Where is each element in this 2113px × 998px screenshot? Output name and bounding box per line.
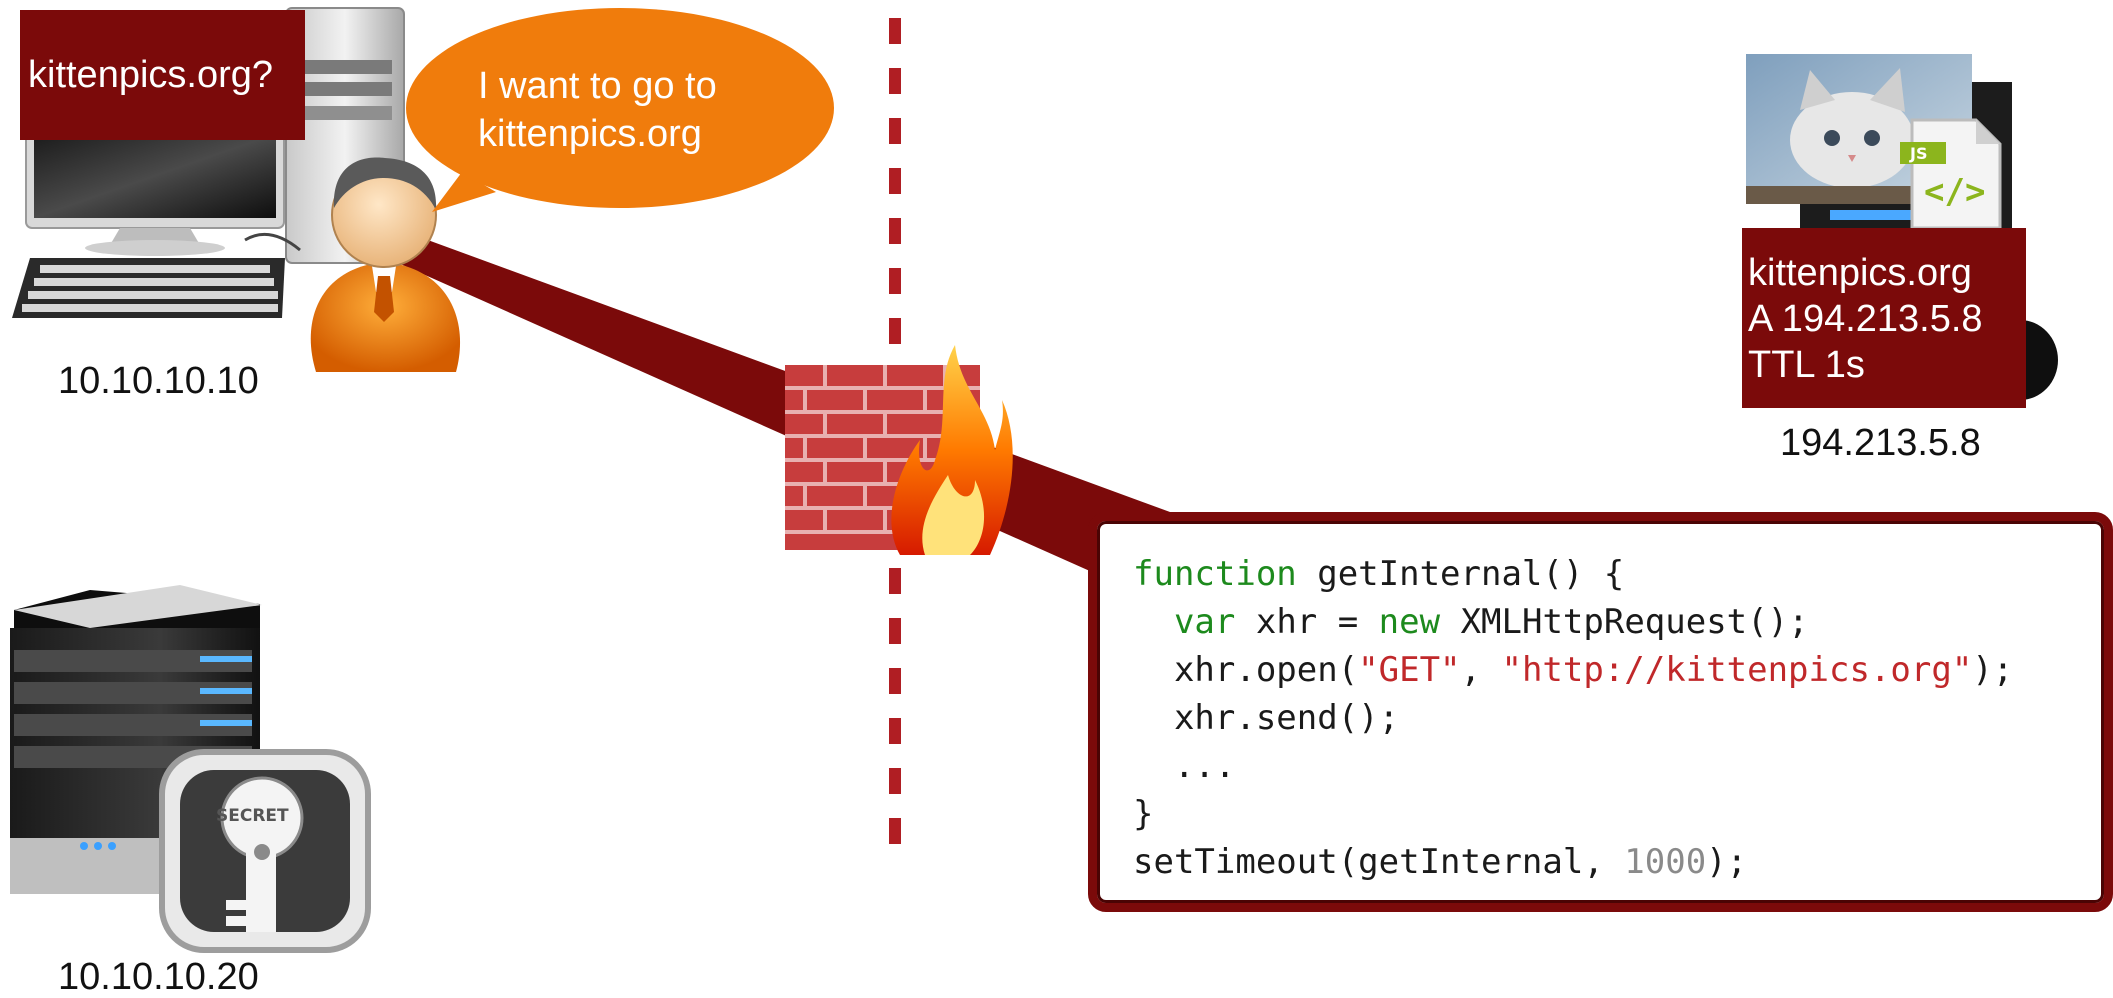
code-text: getInternal() { <box>1296 554 1625 594</box>
code-line-6: } <box>1133 794 1154 834</box>
code-line-2: var xhr = new XMLHttpRequest(); <box>1133 605 1809 639</box>
code-text: , <box>1460 650 1502 690</box>
speech-bubble-line-2: kittenpics.org <box>478 113 702 155</box>
dns-query-text: kittenpics.org? <box>28 54 274 96</box>
code-line-5: ... <box>1133 746 1236 786</box>
user-person-icon <box>310 157 461 372</box>
code-keyword: var <box>1173 602 1236 642</box>
code-indent <box>1133 602 1174 642</box>
attacker-server-ip-label: 194.213.5.8 <box>1780 422 1981 464</box>
secret-badge-text: SECRET <box>216 806 289 826</box>
code-string: "http://kittenpics.org" <box>1501 650 1973 690</box>
code-line-3: xhr.open("GET", "http://kittenpics.org")… <box>1133 653 2013 687</box>
client-ip-label: 10.10.10.10 <box>58 360 259 402</box>
internal-server-ip-label: 10.10.10.20 <box>58 956 259 998</box>
dns-record-name: kittenpics.org <box>1748 252 1972 294</box>
code-text: ); <box>1706 842 1748 882</box>
code-number: 1000 <box>1624 842 1707 882</box>
code-glyph-icon: </> <box>1924 172 1986 212</box>
code-text: ); <box>1972 650 2014 690</box>
code-text: setTimeout(getInternal, <box>1133 842 1625 882</box>
code-text: XMLHttpRequest(); <box>1440 602 1809 642</box>
code-text: xhr.open( <box>1133 650 1359 690</box>
secret-key-icon <box>159 749 371 953</box>
dns-record-ttl: TTL 1s <box>1748 344 1865 386</box>
code-line-7: setTimeout(getInternal, 1000); <box>1133 845 1747 879</box>
js-badge-text: JS <box>1910 144 1928 163</box>
javascript-file-icon <box>1900 118 2002 230</box>
code-line-4: xhr.send(); <box>1133 698 1400 738</box>
firewall-icon <box>785 345 1013 555</box>
dns-query-label: kittenpics.org? <box>20 10 305 140</box>
dns-record-box: kittenpics.org A 194.213.5.8 TTL 1s <box>1742 228 2026 408</box>
client-computer-icon <box>12 7 405 318</box>
code-string: "GET" <box>1358 650 1461 690</box>
code-text: xhr = <box>1235 602 1379 642</box>
dns-record-a: A 194.213.5.8 <box>1748 298 1983 340</box>
malicious-script-panel: function getInternal() { var xhr = new X… <box>1088 512 2113 912</box>
code-line-1: function getInternal() { <box>1133 557 1624 591</box>
code-keyword: function <box>1133 554 1297 594</box>
speech-bubble-line-1: I want to go to <box>478 65 717 107</box>
code-keyword: new <box>1378 602 1441 642</box>
speech-bubble <box>406 8 834 212</box>
